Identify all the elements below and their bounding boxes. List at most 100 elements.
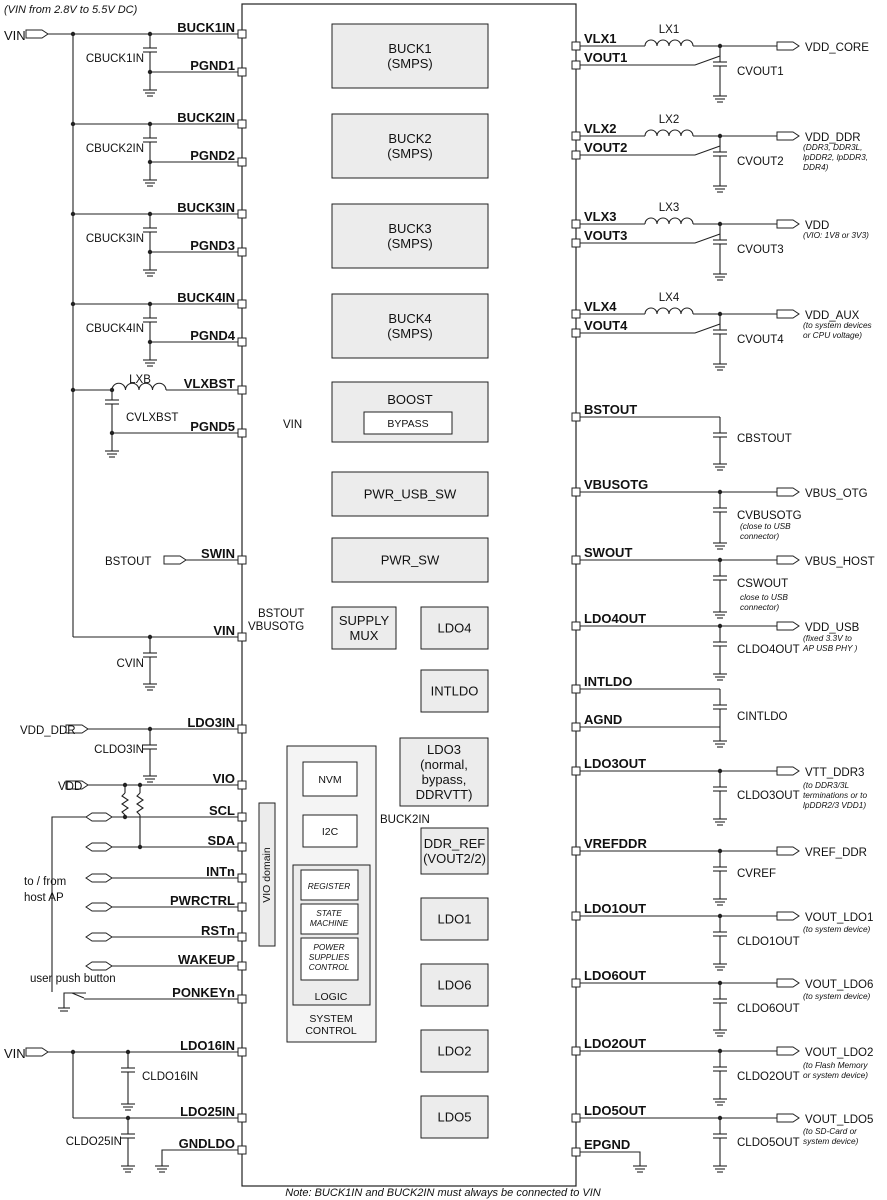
system-control-label: SYSTEM [309,1013,352,1025]
output-label-vdd_aux: VDD_AUX [805,310,860,322]
output-port-vdd_ddr [776,131,800,141]
pin-label-ldo2out: LDO2OUT [584,1036,646,1051]
buck2in-ref-label: BUCK2IN [380,814,430,826]
ldo5-block-label: LDO5 [438,1110,472,1125]
pin-swout [571,555,581,565]
output-port-vout_ldo5 [776,1113,800,1123]
lx3-label: LX3 [659,202,679,214]
ldo3-block-label: LDO3 [427,742,461,757]
pin-gndldo [237,1145,247,1155]
host-port-pwrctrl [85,902,113,912]
wire [580,233,721,244]
output-label-vdd_ddr: VDD_DDR [805,132,861,144]
cap-label-cvout3: CVOUT3 [737,244,784,256]
host-port-rstn [85,932,113,942]
pin-vbusotg [571,487,581,497]
buck3-block-label: BUCK3 [388,221,431,236]
pin-pgnd3 [237,247,247,257]
cap-label-cvbusotg: CVBUSOTG [737,510,802,522]
cap-label-cvlxbst: CVLXBST [126,412,178,424]
output-note-vout_ldo6: (to system device) [803,991,871,1001]
pin-label-ldo16in: LDO16IN [180,1038,235,1053]
cap-label-cbstout: CBSTOUT [737,433,792,445]
buck4-block [331,293,489,359]
pin-epgnd [571,1147,581,1157]
lx1-inductor [644,39,694,47]
cap-label-cldo3out: CLDO3OUT [737,790,800,802]
pin-label-ldo25in: LDO25IN [180,1104,235,1119]
pin-label-vin: VIN [213,623,235,638]
output-port-vout_ldo2 [776,1046,800,1056]
output-note-vdd_ddr: DDR4) [803,162,829,172]
pin-label-ldo3in: LDO3IN [187,715,235,730]
footer-note: Note: BUCK1IN and BUCK2IN must always be… [285,1187,601,1199]
pin-pgnd2 [237,157,247,167]
junction-dot [147,69,153,75]
output-note-vdd: (VIO: 1V8 or 3V3) [803,230,869,240]
pin-sda [237,842,247,852]
system-control-label: CONTROL [305,1025,356,1037]
pwr-sw-block [331,537,489,583]
mux-bstout-label: BSTOUT [258,608,304,620]
vio-domain-label: VIO domain [261,847,273,903]
pwr-usb-sw-block [331,471,489,517]
pin-label-ldo5out: LDO5OUT [584,1103,646,1118]
ldo3-block-label: bypass, [422,772,467,787]
output-port-vout_ldo6 [776,978,800,988]
output-label-vdd: VDD [805,220,829,232]
ddr-ref-block [420,827,489,875]
cap-label-cbuck2in: CBUCK2IN [86,143,144,155]
bstout-in-label: BSTOUT [105,556,151,568]
cvbusotg-note: connector) [740,531,779,541]
pin-label-vlx1: VLX1 [584,31,617,46]
pin-ldo25in [237,1113,247,1123]
lx4-label: LX4 [659,292,680,304]
output-label-vbus_otg: VBUS_OTG [805,488,868,500]
power-supplies-control-block [300,937,359,981]
buck4-block-label: (SMPS) [387,326,433,341]
power-supplies-control-label: POWER [313,942,344,952]
junction-dot [147,339,153,345]
output-port-vdd_core [776,41,800,51]
pin-vout4 [571,328,581,338]
output-label-vtt_ddr3: VTT_DDR3 [805,767,864,779]
cap-label-cbuck4in: CBUCK4IN [86,323,144,335]
wire [580,1151,641,1160]
i2c-block [302,814,358,848]
pin-label-vlxbst: VLXBST [184,376,235,391]
cap-label-cvref: CVREF [737,868,776,880]
pin-vrefddr [571,846,581,856]
output-note-vout_ldo5: (to SD-Card or [803,1126,858,1136]
vin-bottom-input-port [25,1047,49,1057]
output-note-vdd_usb: AP USB PHY ) [802,643,858,653]
pin-label-ldo4out: LDO4OUT [584,611,646,626]
ldo1-block-label: LDO1 [438,912,472,927]
host-ap-label: host AP [24,892,64,904]
lx3-inductor [644,217,694,225]
output-note-vdd_aux: (to system devices [803,320,872,330]
nvm-block [302,761,358,797]
mux-vbusotg-label: VBUSOTG [248,621,304,633]
output-port-vbus_otg [776,487,800,497]
output-label-vdd_core: VDD_CORE [805,42,869,54]
ldo2-block [420,1029,489,1073]
supply-mux-block-label: MUX [350,628,379,643]
lxb-label: LXB [129,374,151,386]
logic-label: LOGIC [315,991,348,1003]
output-label-vout_ldo1: VOUT_LDO1 [805,912,873,924]
output-note-vout_ldo5: system device) [803,1136,859,1146]
pin-swin [237,555,247,565]
host-bracket [51,816,86,992]
output-note-vtt_ddr3: (to DDR3/3L [803,780,849,790]
pin-label-vout4: VOUT4 [584,318,628,333]
pin-label-vout3: VOUT3 [584,228,627,243]
pin-bstout [571,412,581,422]
output-note-vout_ldo2: (to Flash Memory [803,1060,868,1070]
cap-label-cswout: CSWOUT [737,578,788,590]
pin-vin [237,632,247,642]
cap-label-cldo1out: CLDO1OUT [737,936,800,948]
pin-buck4in [237,299,247,309]
pin-label-buck4in: BUCK4IN [177,290,235,305]
pwr-sw-block-label: PWR_SW [381,553,440,568]
